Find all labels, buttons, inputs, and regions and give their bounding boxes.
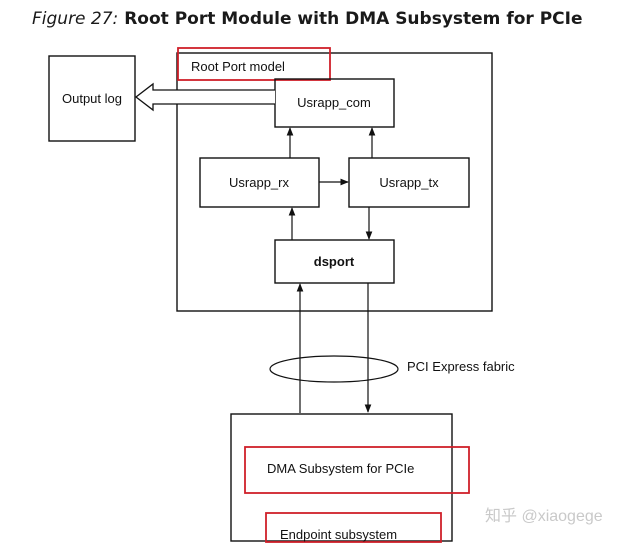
figure-number: Figure 27: [32, 9, 119, 29]
dma-subsystem-label: DMA Subsystem for PCIe [267, 461, 414, 476]
endpoint-subsystem-label: Endpoint subsystem [280, 527, 397, 542]
root-port-model-highlight [177, 47, 331, 81]
figure-title: Figure 27: Root Port Module with DMA Sub… [32, 9, 582, 29]
endpoint-subsystem-highlight [265, 512, 442, 543]
dsport-label: dsport [314, 254, 355, 269]
usrapp-rx-label: Usrapp_rx [229, 175, 289, 190]
usrapp-com-label: Usrapp_com [297, 95, 371, 110]
pci-fabric-label: PCI Express fabric [407, 359, 515, 374]
root-port-model-box [176, 52, 493, 312]
pci-fabric-ellipse [269, 355, 399, 383]
usrapp-tx-box [348, 157, 470, 208]
usrapp-tx-label: Usrapp_tx [379, 175, 439, 190]
dma-subsystem-highlight [244, 446, 470, 494]
watermark-text: 知乎 @xiaogege [485, 507, 603, 525]
output-log-arrow [134, 82, 275, 112]
endpoint-subsystem-box [230, 413, 453, 542]
figure-title-text: Root Port Module with DMA Subsystem for … [124, 9, 583, 29]
output-log-box [48, 55, 136, 142]
dsport-box [274, 239, 395, 284]
output-log-label: Output log [62, 91, 122, 106]
root-port-model-label: Root Port model [191, 59, 285, 74]
